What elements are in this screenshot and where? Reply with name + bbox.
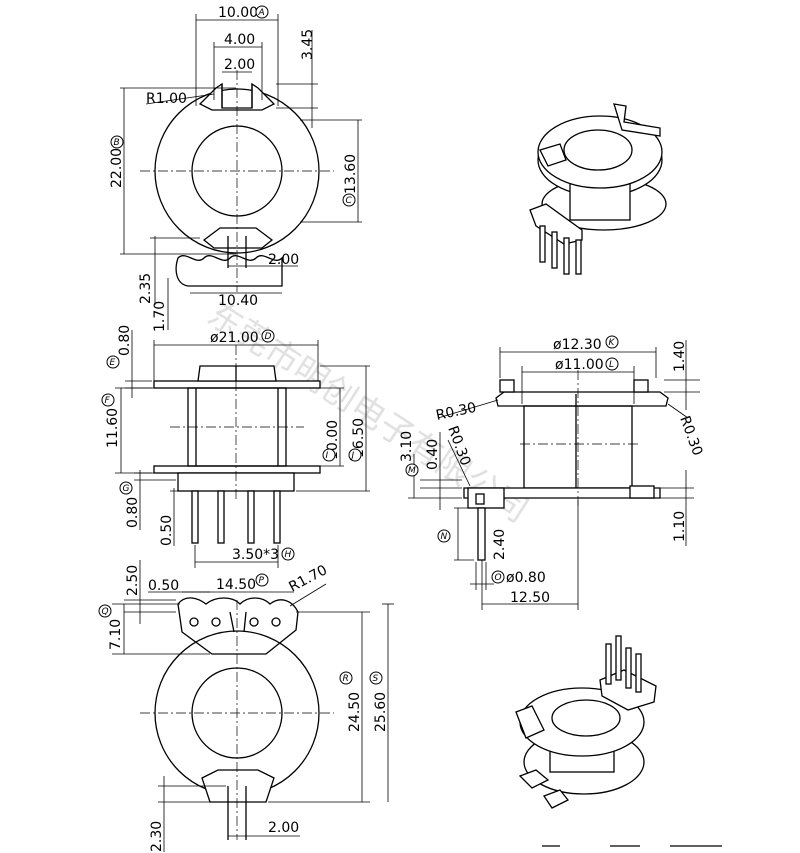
- svg-text:0.50: 0.50: [159, 515, 175, 546]
- side-pin: [477, 507, 486, 561]
- bottom-tab: [202, 227, 274, 249]
- front-top-ridge: [197, 365, 277, 382]
- svg-text:E: E: [110, 358, 116, 368]
- svg-text:1.10: 1.10: [672, 511, 688, 542]
- svg-text:24.50: 24.50: [347, 692, 363, 732]
- svg-text:2.30: 2.30: [149, 821, 165, 852]
- svg-text:1.70: 1.70: [152, 301, 168, 332]
- bottom-pin-plate: [177, 597, 299, 655]
- svg-text:R1.70: R1.70: [286, 562, 330, 595]
- svg-text:R0.30: R0.30: [676, 414, 705, 458]
- svg-text:F: F: [105, 396, 111, 406]
- svg-text:O: O: [495, 573, 502, 583]
- svg-text:16.50: 16.50: [351, 418, 367, 458]
- pin-base-outline: [175, 255, 283, 287]
- svg-text:R: R: [343, 674, 349, 684]
- svg-text:H: H: [285, 550, 292, 560]
- svg-text:7.10: 7.10: [108, 619, 124, 650]
- svg-text:11.60: 11.60: [105, 408, 121, 448]
- front-bottom-flange: [153, 465, 321, 474]
- svg-text:K: K: [609, 338, 616, 348]
- svg-text:2.35: 2.35: [138, 273, 154, 304]
- svg-text:ø21.00: ø21.00: [210, 330, 259, 346]
- svg-text:R0.30: R0.30: [435, 400, 478, 424]
- svg-text:2.50: 2.50: [125, 565, 141, 596]
- svg-text:ø11.00: ø11.00: [555, 357, 604, 373]
- front-pin-2: [217, 490, 225, 544]
- svg-text:Q: Q: [102, 607, 109, 617]
- svg-text:0.80: 0.80: [117, 325, 133, 356]
- svg-text:ø0.80: ø0.80: [506, 570, 546, 586]
- bottom-view: 2.50 0.50 14.50 P R1.70 7.10 Q 24.50 R 2…: [98, 560, 394, 852]
- svg-text:J: J: [350, 451, 355, 461]
- svg-text:0.80: 0.80: [125, 497, 141, 528]
- svg-text:2.00: 2.00: [268, 820, 299, 836]
- svg-text:M: M: [408, 466, 416, 476]
- svg-text:1.40: 1.40: [672, 341, 688, 372]
- front-pin-3: [247, 490, 255, 544]
- svg-text:3.10: 3.10: [399, 431, 415, 462]
- svg-text:22.00: 22.00: [109, 148, 125, 188]
- dim-top-width: 10.00: [218, 5, 258, 21]
- svg-text:L: L: [609, 360, 614, 370]
- svg-text:0.50: 0.50: [148, 578, 179, 594]
- front-pin-1: [191, 490, 199, 544]
- svg-text:ø12.30: ø12.30: [553, 337, 602, 353]
- isometric-view-bottom: [515, 635, 722, 847]
- svg-text:2.00: 2.00: [224, 57, 255, 73]
- front-view: ø21.00 D 0.80 E 11.60 F 10.00 I 16.50 J …: [101, 325, 370, 568]
- front-pin-4: [273, 490, 281, 544]
- svg-text:14.50: 14.50: [216, 577, 256, 593]
- isometric-view-top: [529, 103, 667, 275]
- svg-text:I: I: [326, 451, 329, 461]
- svg-text:2.00: 2.00: [268, 252, 299, 268]
- svg-text:A: A: [258, 8, 265, 18]
- svg-text:3.50*3: 3.50*3: [232, 547, 279, 563]
- top-view: 10.00 A 4.00 2.00 3.45 R1.00 22.00 B 13.…: [109, 5, 362, 332]
- front-top-flange: [153, 380, 321, 389]
- svg-text:D: D: [265, 332, 272, 342]
- svg-text:N: N: [441, 532, 448, 542]
- svg-text:4.00: 4.00: [224, 32, 255, 48]
- svg-text:R1.00: R1.00: [146, 91, 187, 107]
- svg-text:2.40: 2.40: [492, 529, 508, 560]
- svg-text:B: B: [114, 138, 120, 148]
- svg-text:0.40: 0.40: [425, 439, 441, 470]
- svg-text:C: C: [346, 196, 353, 206]
- svg-text:12.50: 12.50: [510, 590, 550, 606]
- svg-text:13.60: 13.60: [343, 154, 359, 194]
- svg-text:G: G: [123, 484, 130, 494]
- svg-text:3.45: 3.45: [300, 29, 316, 60]
- svg-text:25.60: 25.60: [373, 692, 389, 732]
- svg-text:10.40: 10.40: [218, 293, 258, 309]
- svg-text:P: P: [259, 576, 265, 586]
- svg-text:S: S: [373, 674, 379, 684]
